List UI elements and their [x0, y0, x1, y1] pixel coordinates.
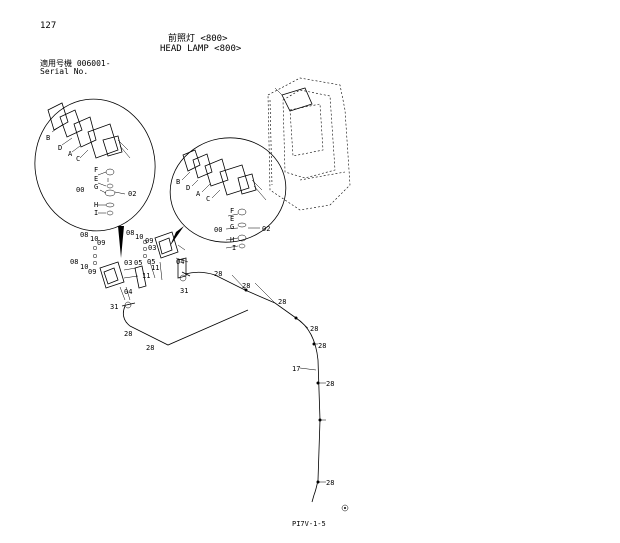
harness-callouts: 31 31 28 28 28 28 28 28 28 28 17 28 — [110, 270, 334, 487]
callout-03: 03 — [124, 259, 132, 267]
callout-F: F — [94, 166, 98, 174]
callout-28: 28 — [146, 344, 154, 352]
callout-04: 04 — [176, 258, 184, 266]
callout-C: C — [206, 195, 210, 203]
serial-label-english: Serial No. — [40, 67, 89, 76]
callout-I: I — [94, 209, 98, 217]
callout-02: 02 — [262, 225, 270, 233]
title-japanese: 前照灯 <800> — [168, 34, 228, 44]
callout-28: 28 — [318, 342, 326, 350]
callout-H: H — [230, 236, 234, 244]
callout-10: 10 — [80, 263, 88, 271]
callout-C: C — [76, 155, 80, 163]
callout-A: A — [68, 150, 73, 158]
callout-17: 17 — [292, 365, 300, 373]
callout-05: 05 — [147, 258, 155, 266]
callout-I: I — [232, 244, 236, 252]
callout-28: 28 — [326, 380, 334, 388]
callout-E: E — [94, 175, 98, 183]
callout-09: 09 — [88, 268, 96, 276]
callout-B: B — [176, 178, 180, 186]
callout-H: H — [94, 201, 98, 209]
callout-10: 10 — [135, 233, 143, 241]
callout-08: 08 — [126, 229, 134, 237]
right-inset-callouts: B D A C F E G 00 02 H I — [176, 178, 270, 252]
callout-E: E — [230, 215, 234, 223]
left-lamp-assembly — [92, 245, 147, 301]
callout-02: 02 — [128, 190, 136, 198]
right-lamp-assembly — [142, 231, 189, 281]
callout-F: F — [230, 207, 234, 215]
callout-28: 28 — [278, 298, 286, 306]
callout-31: 31 — [110, 303, 118, 311]
right-bracket-callouts: 08 10 09 03 04 05 11 03 05 11 04 — [124, 229, 184, 296]
callout-28: 28 — [214, 270, 222, 278]
callout-11: 11 — [142, 272, 150, 280]
callout-28: 28 — [326, 479, 334, 487]
callout-28: 28 — [310, 325, 318, 333]
left-bracket-callouts: 08 10 09 08 10 09 — [70, 231, 105, 276]
left-inset-callouts: B D A C F E G 00 02 H I — [46, 134, 136, 217]
callout-31: 31 — [180, 287, 188, 295]
callout-28: 28 — [242, 282, 250, 290]
callout-G: G — [94, 183, 98, 191]
callout-D: D — [58, 144, 62, 152]
callout-28: 28 — [124, 330, 132, 338]
callout-08: 08 — [80, 231, 88, 239]
figure-code: PI7V-1-5 — [292, 520, 326, 528]
serial-label-japanese: 適用号機 006001- — [40, 59, 111, 68]
callout-10: 10 — [90, 235, 98, 243]
callout-03: 03 — [148, 244, 156, 252]
right-inset-pointer — [170, 226, 184, 246]
callout-04: 04 — [124, 288, 132, 296]
callout-D: D — [186, 184, 190, 192]
callout-00: 00 — [76, 186, 84, 194]
leader-lines — [51, 124, 326, 483]
callout-G: G — [230, 223, 234, 231]
title-english: HEAD LAMP <800> — [160, 44, 242, 54]
left-detail-inset — [34, 98, 156, 232]
callout-B: B — [46, 134, 50, 142]
callout-09: 09 — [97, 239, 105, 247]
callout-05: 05 — [134, 259, 142, 267]
callout-09: 09 — [145, 237, 153, 245]
cab-outline — [267, 77, 351, 211]
callout-A: A — [196, 190, 201, 198]
left-inset-pointer — [118, 226, 124, 258]
page-number: 127 — [40, 21, 57, 31]
callout-11: 11 — [151, 264, 159, 272]
callout-08: 08 — [70, 258, 78, 266]
wiring-harness — [121, 271, 349, 512]
callout-00: 00 — [214, 226, 222, 234]
right-detail-inset — [169, 137, 287, 249]
